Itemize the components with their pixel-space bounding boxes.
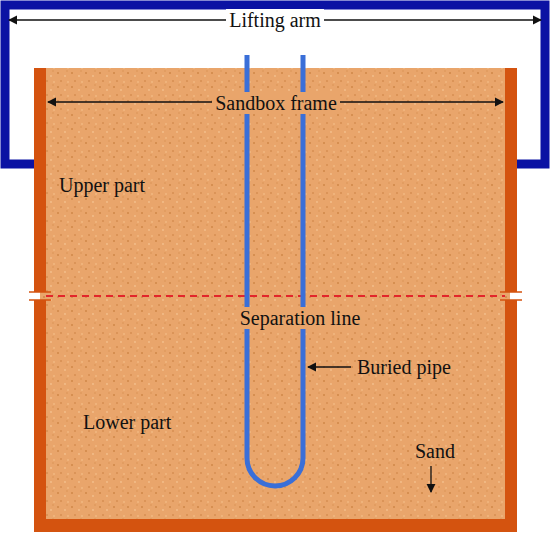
part-label: Buried pipe [354,356,454,378]
frame-bottom [34,519,517,532]
part-label: Separation line [237,307,364,329]
part-label: Upper part [56,174,148,196]
buried-pipe [247,55,303,486]
leader-arrow [430,466,431,492]
frame-wall [505,300,517,532]
part-label: Lower part [80,411,174,433]
part-label: Lifting arm [226,9,324,31]
part-label: Sand [412,440,458,462]
sand-fill [40,68,510,524]
separation-line [46,295,505,297]
part-label: Sandbox frame [212,92,340,114]
frame-wall [34,68,46,292]
leader-arrow [308,366,351,367]
frame-wall [505,68,517,292]
frame-wall [34,300,46,532]
separation-joint [29,292,522,300]
